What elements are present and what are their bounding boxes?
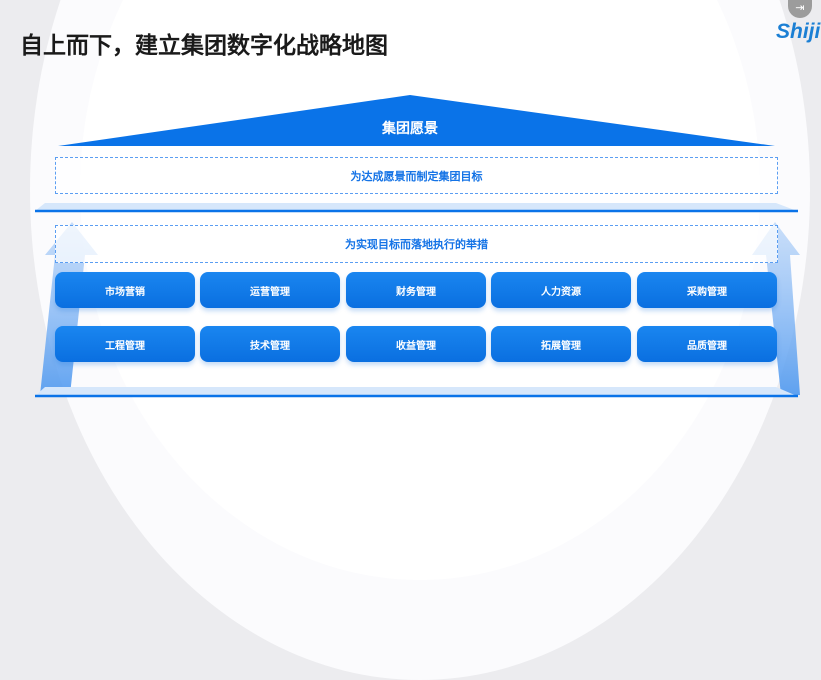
module-1-3: 拓展管理	[491, 326, 631, 362]
module-1-1: 技术管理	[200, 326, 340, 362]
goals-box: 为达成愿景而制定集团目标	[55, 157, 778, 194]
module-0-0: 市场营销	[55, 272, 195, 308]
module-0-4: 采购管理	[637, 272, 777, 308]
actions-box: 为实现目标而落地执行的举措	[55, 225, 778, 263]
module-0-2: 财务管理	[346, 272, 486, 308]
left-arrow	[40, 222, 98, 395]
module-0-1: 运营管理	[200, 272, 340, 308]
vision-label: 集团愿景	[382, 121, 438, 137]
module-1-4: 品质管理	[637, 326, 777, 362]
upper-shelf	[35, 203, 797, 211]
module-1-0: 工程管理	[55, 326, 195, 362]
shiji-logo: Shiji	[776, 20, 821, 43]
roof	[58, 95, 775, 146]
exit-icon[interactable]: ⇥	[788, 0, 812, 18]
actions-label: 为实现目标而落地执行的举措	[345, 238, 488, 251]
module-0-3: 人力资源	[491, 272, 631, 308]
page-title: 自上而下，建立集团数字化战略地图	[20, 33, 388, 59]
right-arrow	[752, 222, 800, 395]
strategy-house-graphic	[35, 95, 800, 398]
module-1-2: 收益管理	[346, 326, 486, 362]
base-shelf	[35, 387, 797, 396]
goals-label: 为达成愿景而制定集团目标	[350, 169, 483, 183]
